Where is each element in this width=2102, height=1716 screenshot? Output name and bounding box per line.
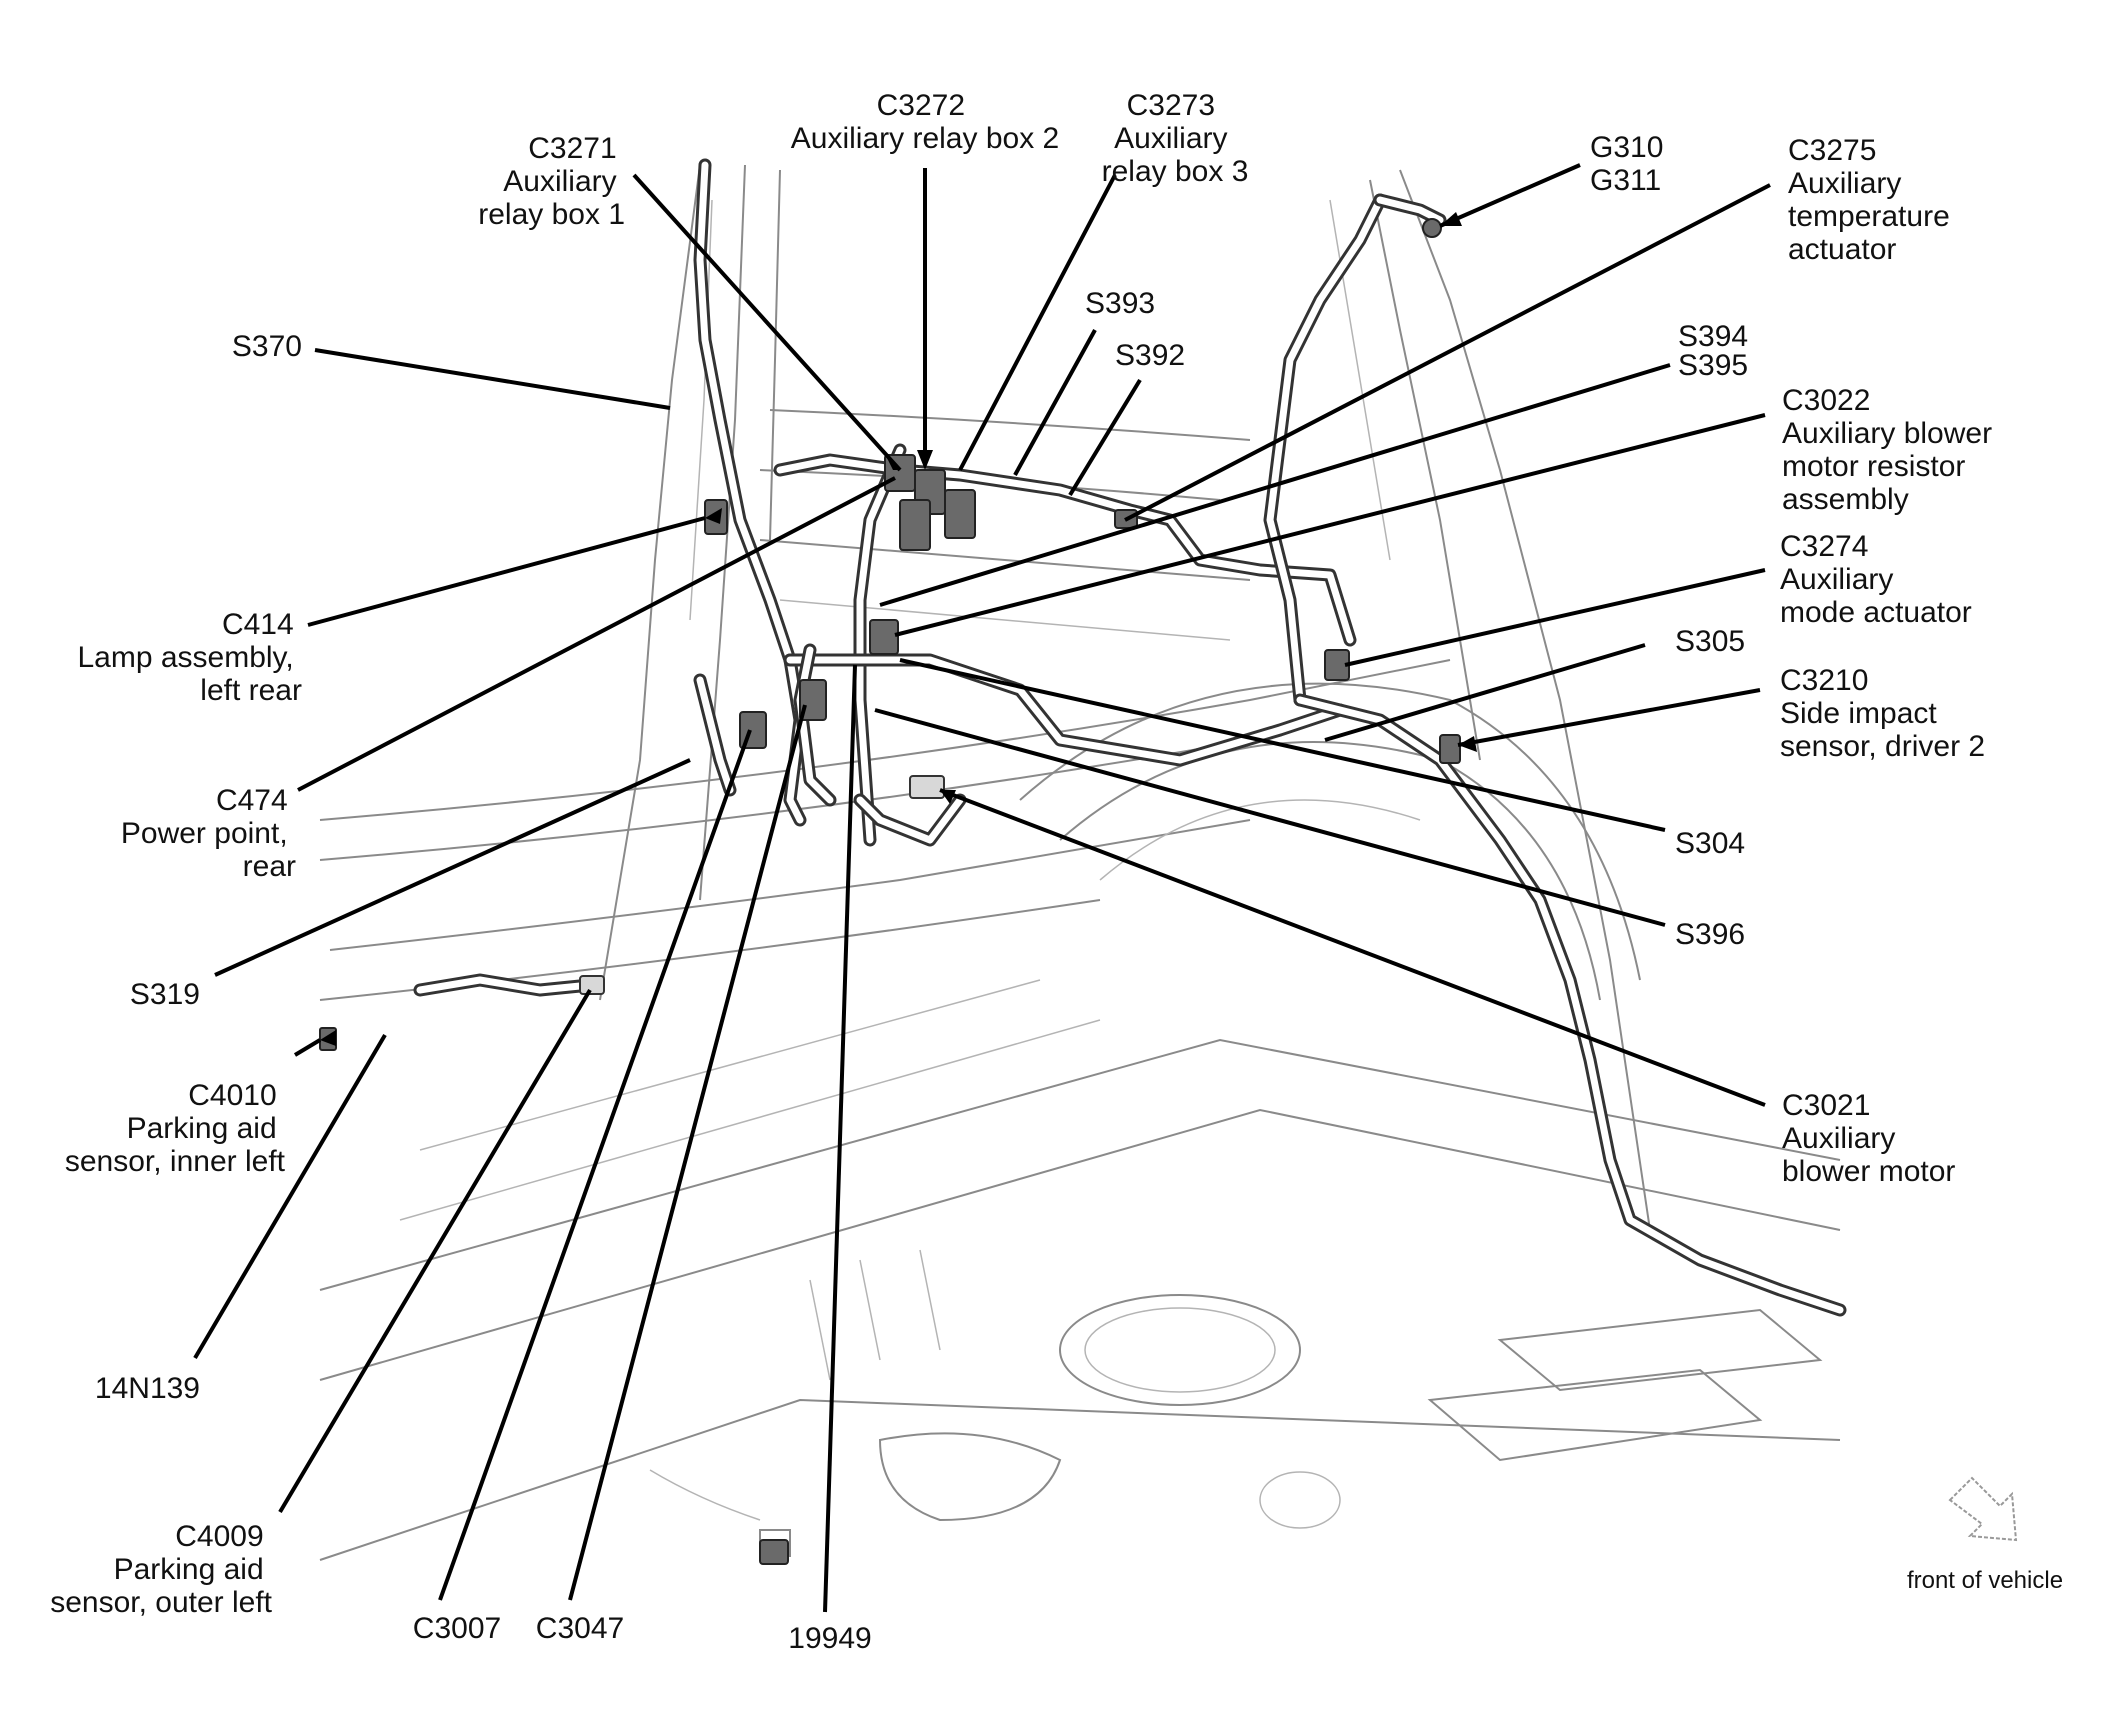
leader-c3007 (438, 729, 752, 1601)
callout-s370: S370 (232, 330, 302, 363)
leader-14n139 (193, 1033, 387, 1360)
leader-c4010 (293, 1038, 322, 1057)
leader-g310 (1439, 163, 1581, 228)
leader-c3273 (958, 174, 1117, 471)
callout-c3210: C3210 Side impact sensor, driver 2 (1780, 664, 1985, 763)
callout-s319: S319 (130, 978, 200, 1011)
arrowhead (917, 450, 933, 470)
callout-c3273: C3273 Auxiliary relay box 3 (1102, 89, 1249, 188)
callout-c3274: C3274 Auxiliary mode actuator (1780, 530, 1972, 629)
callout-s396: S396 (1675, 918, 1745, 951)
leader-c3210 (1457, 688, 1761, 747)
callout-c414: C414 Lamp assembly, left rear (77, 608, 302, 707)
leader-c3047 (568, 704, 807, 1601)
arrowhead (320, 1030, 336, 1046)
callout-s305: S305 (1675, 625, 1745, 658)
callout-c3271: C3271 Auxiliary relay box 1 (478, 132, 625, 231)
leader-19949 (823, 664, 857, 1613)
front-arrow-icon (1948, 1476, 2018, 1542)
leader-c3021 (939, 788, 1766, 1107)
arrowhead (705, 508, 722, 524)
front-of-vehicle-label: front of vehicle (1907, 1567, 2063, 1594)
callout-c4009: C4009 Parking aid sensor, outer left (50, 1520, 272, 1619)
vehicle-body-drawing (319, 164, 1841, 1561)
connectors (319, 218, 1461, 1565)
arrowhead (1458, 736, 1477, 752)
callout-c3021: C3021 Auxiliary blower motor (1782, 1089, 1955, 1188)
arrowhead (886, 456, 900, 470)
callout-s394-s395: S394 S395 (1678, 320, 1756, 382)
callout-c4010: C4010 Parking aid sensor, inner left (65, 1079, 286, 1178)
leader-c3022 (894, 413, 1766, 637)
arrowhead (940, 790, 956, 804)
leader-c3275 (1124, 183, 1771, 522)
callout-s392: S392 (1115, 339, 1185, 372)
leader-s393 (1013, 329, 1097, 476)
leader-s304 (899, 658, 1666, 832)
callout-c3272: C3272 Auxiliary relay box 2 (791, 89, 1059, 155)
wiring-harness (413, 158, 1847, 1317)
leader-s370 (314, 348, 671, 410)
callout-19949: 19949 (788, 1622, 871, 1655)
leader-c4009 (278, 988, 592, 1514)
callout-g310-g311: G310 G311 (1590, 131, 1672, 197)
leader-s394 (879, 363, 1671, 607)
leader-c474 (297, 476, 896, 792)
callout-c3275: C3275 Auxiliary temperature actuator (1788, 134, 1958, 266)
leader-s305 (1324, 643, 1646, 742)
leader-c414 (307, 516, 706, 627)
arrowhead (1440, 212, 1462, 226)
callout-c3047: C3047 (536, 1612, 624, 1645)
leader-s319 (214, 758, 691, 977)
callout-c3007: C3007 (413, 1612, 501, 1645)
leader-c3274 (1344, 568, 1766, 667)
leader-s392 (1068, 378, 1142, 497)
callout-14n139: 14N139 (95, 1372, 200, 1405)
callout-c474: C474 Power point, rear (121, 784, 296, 883)
leader-s396 (874, 708, 1666, 927)
leader-c3271 (632, 173, 902, 472)
callout-s304: S304 (1675, 827, 1745, 860)
leader-lines (193, 163, 1771, 1613)
callout-s393: S393 (1085, 287, 1155, 320)
callout-c3022: C3022 Auxiliary blower motor resistor as… (1782, 384, 2000, 516)
